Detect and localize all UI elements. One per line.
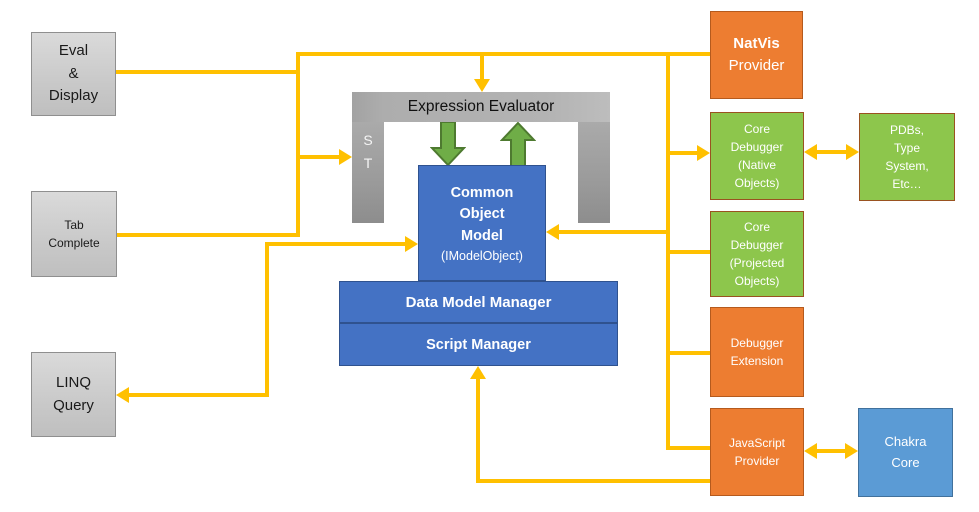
connector-js-to-sm-horizontal bbox=[476, 479, 711, 483]
connector-linq-vertical bbox=[265, 242, 269, 397]
connector-native-pdbs bbox=[815, 150, 848, 154]
arrowhead-into-com-right-icon bbox=[546, 224, 559, 240]
connector-top-line bbox=[296, 52, 710, 56]
connector-right-trunk bbox=[666, 52, 670, 450]
core-debugger-projected-label: Core Debugger (Projected Objects) bbox=[729, 220, 785, 288]
green-arrow-com-to-ee-icon bbox=[500, 122, 536, 166]
node-common-object-model: Common Object Model (IModelObject) bbox=[418, 165, 546, 281]
connector-ee-drop bbox=[480, 56, 484, 80]
core-debugger-native-label: Core Debugger (Native Objects) bbox=[730, 122, 784, 190]
chakra-core-label: Chakra Core bbox=[884, 434, 927, 470]
arrowhead-natpdb-left-icon bbox=[804, 144, 817, 160]
arrowhead-into-ast-icon bbox=[339, 149, 352, 165]
arrowhead-natpdb-right-icon bbox=[846, 144, 859, 160]
connector-linq-to-com bbox=[265, 242, 406, 246]
connector-core-projected-branch bbox=[670, 250, 711, 254]
arrowhead-into-com-left-icon bbox=[405, 236, 418, 252]
connector-js-chakra bbox=[815, 449, 847, 453]
connector-linq-horizontal bbox=[128, 393, 269, 397]
expression-evaluator-label: Expression Evaluator bbox=[407, 98, 555, 115]
linq-query-label: LINQ Query bbox=[53, 374, 94, 414]
eval-display-label: Eval & Display bbox=[48, 42, 99, 105]
node-pdbs-type-system: PDBs, Type System, Etc… bbox=[859, 113, 955, 201]
connector-ast-branch bbox=[300, 155, 341, 159]
data-model-manager-label: Data Model Manager bbox=[405, 293, 552, 311]
arrowhead-into-script-manager-icon bbox=[470, 366, 486, 379]
node-debugger-extension: Debugger Extension bbox=[710, 307, 804, 397]
connector-com-right-branch bbox=[557, 230, 666, 234]
connector-tab-to-trunk bbox=[116, 233, 300, 237]
natvis-subtitle: Provider bbox=[728, 57, 785, 74]
connector-eval-to-trunk bbox=[116, 70, 298, 74]
node-eval-display: Eval & Display bbox=[31, 32, 116, 116]
node-linq-query: LINQ Query bbox=[31, 352, 116, 437]
arrowhead-jschakra-left-icon bbox=[804, 443, 817, 459]
node-javascript-provider: JavaScript Provider bbox=[710, 408, 804, 496]
node-tab-complete: Tab Complete bbox=[31, 191, 117, 277]
node-natvis-provider: NatVis Provider bbox=[710, 11, 803, 99]
connector-left-trunk bbox=[296, 52, 300, 237]
node-core-debugger-native: Core Debugger (Native Objects) bbox=[710, 112, 804, 200]
pdbs-type-system-label: PDBs, Type System, Etc… bbox=[885, 123, 929, 191]
node-data-model-manager: Data Model Manager bbox=[339, 281, 618, 323]
arrowhead-into-core-native-icon bbox=[697, 145, 710, 161]
node-script-manager: Script Manager bbox=[339, 323, 618, 366]
common-object-model-subtitle: (IModelObject) bbox=[441, 248, 523, 263]
arrowhead-jschakra-right-icon bbox=[845, 443, 858, 459]
connector-core-native-branch bbox=[670, 151, 698, 155]
green-arrow-ee-to-com-icon bbox=[430, 122, 466, 166]
arrowhead-into-linq-icon bbox=[116, 387, 129, 403]
javascript-provider-label: JavaScript Provider bbox=[728, 436, 786, 468]
arrowhead-into-evaluator-icon bbox=[474, 79, 490, 92]
node-chakra-core: Chakra Core bbox=[858, 408, 953, 497]
script-manager-label: Script Manager bbox=[426, 336, 531, 353]
debugger-extension-label: Debugger Extension bbox=[730, 336, 784, 368]
connector-js-provider-branch bbox=[666, 446, 711, 450]
tab-complete-label: Tab Complete bbox=[48, 218, 100, 250]
common-object-model-title: Common Object Model bbox=[450, 185, 514, 244]
connector-debugger-ext-branch bbox=[670, 351, 711, 355]
node-expression-evaluator: Expression Evaluator bbox=[352, 92, 610, 122]
node-core-debugger-projected: Core Debugger (Projected Objects) bbox=[710, 211, 804, 297]
connector-js-to-sm-vertical bbox=[476, 378, 480, 483]
natvis-title: NatVis bbox=[733, 34, 780, 52]
